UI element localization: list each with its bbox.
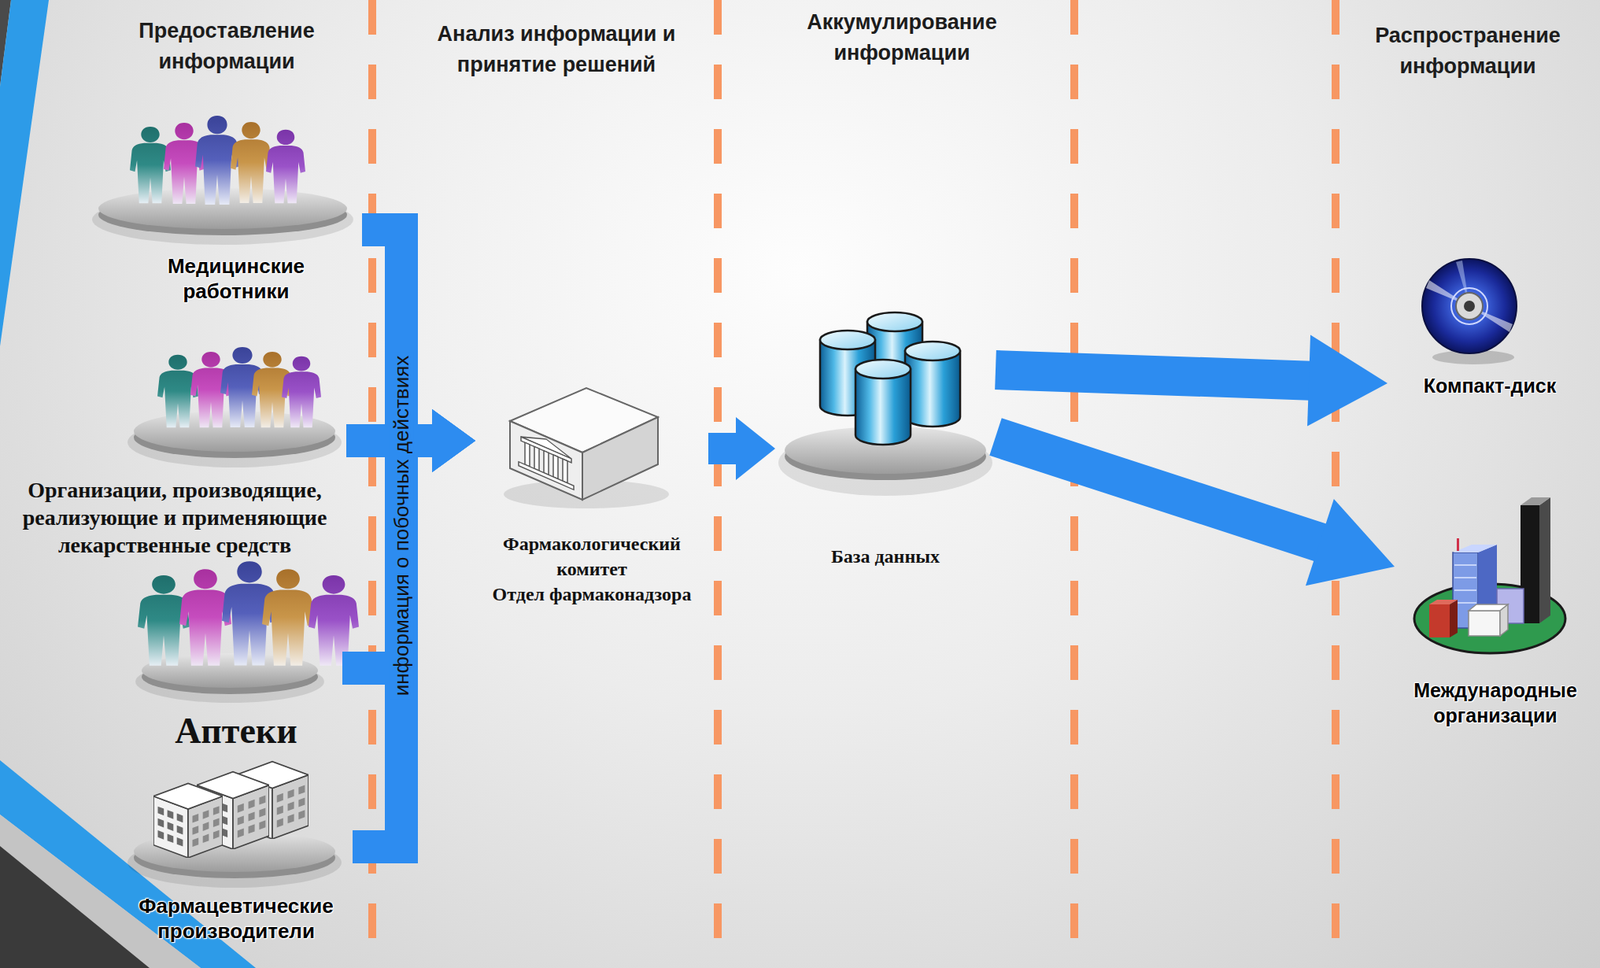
label-stack: Международные организации bbox=[1394, 677, 1597, 728]
antenna bbox=[1456, 538, 1460, 551]
node-label: База данных bbox=[831, 544, 940, 569]
label-stack: Медицинские работники bbox=[110, 253, 363, 304]
node-label: Компакт-диск bbox=[1423, 373, 1556, 399]
white-building-side bbox=[1500, 604, 1508, 636]
building bbox=[153, 783, 223, 858]
flow-node: Фармацевтические производители bbox=[119, 757, 353, 949]
person-silhouette bbox=[266, 129, 306, 204]
arrow-head bbox=[432, 409, 476, 473]
flow-node: Организации, производящие, реализующие и… bbox=[3, 352, 347, 564]
white-building bbox=[1468, 610, 1501, 636]
node-label: Фармакологический комитет bbox=[481, 531, 703, 582]
glass-building-top bbox=[1452, 544, 1497, 553]
tower-side bbox=[1539, 497, 1551, 624]
disc-hole bbox=[1463, 300, 1475, 312]
arrow-head bbox=[735, 417, 776, 481]
divider-line bbox=[1331, 0, 1340, 968]
facade bbox=[509, 421, 583, 500]
disc bbox=[1422, 258, 1517, 354]
node-label: Аптеки bbox=[174, 709, 298, 752]
red-building-side bbox=[1449, 599, 1458, 638]
node-label: Организации, производящие, реализующие и… bbox=[9, 476, 340, 559]
tower-top bbox=[1520, 497, 1551, 506]
people-group-icon bbox=[127, 347, 342, 468]
node-label: Международные организации bbox=[1400, 677, 1590, 728]
flow-node: Международные организации bbox=[1394, 494, 1597, 733]
flow-arrow bbox=[708, 417, 776, 481]
stripe bbox=[0, 0, 49, 347]
disc-hub bbox=[1455, 292, 1483, 320]
column-header: Анализ информации и принятие решений bbox=[414, 18, 699, 81]
flow-node: Фармакологический комитетОтдел фармакона… bbox=[475, 381, 709, 612]
person-silhouette bbox=[230, 121, 272, 204]
arrow-head bbox=[1307, 335, 1388, 427]
database-cylinder bbox=[855, 359, 911, 445]
divider-line bbox=[1070, 0, 1079, 968]
divider-line bbox=[368, 0, 377, 968]
arrow-head bbox=[432, 409, 476, 473]
label-stack: База данных bbox=[775, 544, 996, 569]
flow-node: Компакт-диск bbox=[1387, 251, 1593, 403]
disc-ring bbox=[1451, 288, 1488, 325]
node-label: Медицинские работники bbox=[141, 253, 331, 304]
divider-line bbox=[713, 0, 722, 968]
arrow-shaft bbox=[995, 369, 1311, 381]
portico bbox=[518, 427, 574, 490]
person-silhouette bbox=[281, 356, 322, 428]
flow-arrow bbox=[995, 436, 1395, 586]
person-silhouette bbox=[262, 569, 315, 666]
side-wall bbox=[582, 417, 658, 500]
flow-arrow bbox=[995, 335, 1388, 427]
arrow-shaft bbox=[708, 432, 738, 465]
arrow-head bbox=[432, 409, 476, 473]
label-stack: Организации, производящие, реализующие и… bbox=[3, 476, 347, 559]
red-building bbox=[1429, 604, 1450, 638]
column-dividers bbox=[372, 0, 1336, 968]
column-header: Аккумулирование информации bbox=[783, 7, 1020, 69]
stripe bbox=[0, 846, 150, 968]
column-header: Предоставление информации bbox=[108, 15, 345, 78]
edge-label: информация о побочных действиях bbox=[389, 352, 414, 700]
red-building-top bbox=[1429, 599, 1458, 605]
node-label: Фармацевтические производители bbox=[125, 893, 347, 944]
people-group-icon bbox=[92, 115, 354, 245]
factory-buildings-icon bbox=[127, 761, 342, 888]
arrow-shaft bbox=[995, 436, 1322, 544]
flow-node: Аптеки bbox=[129, 565, 343, 757]
label-stack: Аптеки bbox=[129, 709, 343, 752]
label-stack: Компакт-диск bbox=[1387, 373, 1593, 399]
database-icon bbox=[778, 312, 993, 496]
label-stack: Фармацевтические производители bbox=[119, 893, 353, 944]
database-cylinder bbox=[905, 341, 961, 427]
people-group-icon bbox=[135, 561, 359, 703]
arrow-head bbox=[432, 409, 476, 473]
compact-disc-icon bbox=[1422, 258, 1517, 365]
arrow-head bbox=[1305, 498, 1395, 586]
flow-arrow bbox=[352, 409, 476, 847]
city-icon bbox=[1414, 497, 1566, 654]
flow-node: Медицинские работники bbox=[110, 100, 363, 309]
flow-node: База данных bbox=[775, 303, 996, 573]
glass-stripes bbox=[1454, 565, 1477, 603]
node-label: Отдел фармаконадзора bbox=[481, 581, 703, 607]
column-header: Распространение информации bbox=[1349, 20, 1586, 82]
committee-building-icon bbox=[503, 387, 669, 509]
label-stack: Фармакологический комитетОтдел фармакона… bbox=[475, 531, 709, 607]
